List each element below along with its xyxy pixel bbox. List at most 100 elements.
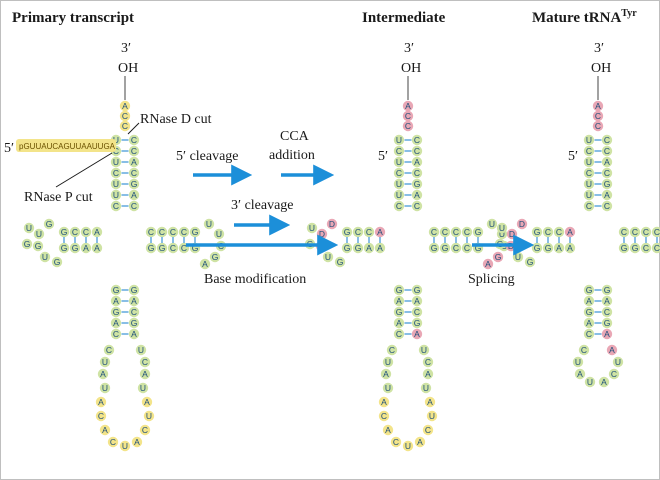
acceptor-stem-5-base-circle xyxy=(393,156,405,168)
intron-base: U xyxy=(146,411,152,421)
acceptor-stem-5-base-circle xyxy=(583,134,595,146)
anticodon-stem-5-base: G xyxy=(396,285,403,295)
acceptor-tail-base: C xyxy=(595,111,601,121)
t-stem-bottom-base: G xyxy=(442,243,449,253)
d-stem-bottom-base-circle xyxy=(352,242,364,254)
t-stem-top-base-circle xyxy=(450,226,462,238)
anticodon-stem-5-base-circle xyxy=(583,295,595,307)
d-loop-base-circle xyxy=(32,240,44,252)
t-stem-top-base-circle xyxy=(428,226,440,238)
d-stem-bottom-base-circle xyxy=(58,242,70,254)
t-stem-top-base: C xyxy=(181,227,187,237)
acceptor-tail-base-circle xyxy=(119,110,131,122)
acceptor-stem-5-base: C xyxy=(586,168,592,178)
acceptor-stem-5-base: C xyxy=(586,146,592,156)
d-loop-base: G xyxy=(46,219,53,229)
d-stem-bottom-base: G xyxy=(61,243,68,253)
d-loop-base: G xyxy=(54,257,61,267)
t-stem-top-base: C xyxy=(148,227,154,237)
anticodon-loop-base: U xyxy=(615,357,621,367)
d-stem-bottom-base: A xyxy=(567,243,573,253)
anticodon-loop-base: C xyxy=(611,369,617,379)
acceptor-stem-5-base-circle xyxy=(583,178,595,190)
acceptor-stem-3-base-circle xyxy=(411,200,423,212)
acceptor-stem-3-base-circle xyxy=(128,156,140,168)
anticodon-loop-base-circle xyxy=(606,344,618,356)
t-loop-base: U xyxy=(216,229,222,239)
anticodon-stem-3-base-circle xyxy=(601,306,613,318)
acceptor-stem-5-base-circle xyxy=(110,178,122,190)
acceptor-stem-3-base: C xyxy=(414,135,420,145)
acceptor-stem-5-base-circle xyxy=(583,200,595,212)
anticodon-loop-base-circle xyxy=(598,376,610,388)
intron-base: A xyxy=(98,397,104,407)
t-stem-bottom-base-circle xyxy=(640,242,652,254)
anticodon-stem-5-base-circle xyxy=(393,317,405,329)
anticodon-stem-5-base: G xyxy=(396,307,403,317)
intron-base-circle xyxy=(95,410,107,422)
acceptor-stem-5-base: U xyxy=(113,190,119,200)
intron-base-circle xyxy=(422,424,434,436)
d-loop-base: U xyxy=(515,252,521,262)
acceptor-tail-base: C xyxy=(595,121,601,131)
anticodon-stem-5-base: G xyxy=(586,285,593,295)
anticodon-stem-5-base-circle xyxy=(393,295,405,307)
three-prime-cleavage-label: 3′ cleavage xyxy=(231,198,294,213)
acceptor-tail-base: A xyxy=(595,101,601,111)
d-stem-bottom-base: G xyxy=(344,243,351,253)
intron-base: U xyxy=(429,411,435,421)
acceptor-stem-3-base-circle xyxy=(601,178,613,190)
intron-base: U xyxy=(122,441,128,451)
intron-base: C xyxy=(425,425,431,435)
anticodon-stem-3-base-circle xyxy=(128,295,140,307)
t-stem-top-base-circle xyxy=(629,226,641,238)
t-stem-bottom-base-circle xyxy=(461,242,473,254)
anticodon-loop-base: U xyxy=(102,357,108,367)
acceptor-stem-3-base-circle xyxy=(411,189,423,201)
oh-label: OH xyxy=(591,61,611,76)
acceptor-stem-3-base-circle xyxy=(601,167,613,179)
t-stem-top-base-circle xyxy=(189,226,201,238)
anticodon-stem-5-base: G xyxy=(113,285,120,295)
intron-base-circle xyxy=(141,396,153,408)
anticodon-stem-3-base-circle xyxy=(128,284,140,296)
intron-base: A xyxy=(427,397,433,407)
anticodon-stem-5-base-circle xyxy=(583,328,595,340)
leader-sequence-box xyxy=(16,139,116,152)
t-stem-bottom-base: G xyxy=(621,243,628,253)
d-stem-top-base-circle xyxy=(553,226,565,238)
anticodon-loop-base-circle xyxy=(574,368,586,380)
t-stem-top-base: C xyxy=(159,227,165,237)
anticodon-stem-5-base: A xyxy=(396,318,402,328)
anticodon-loop-base-circle xyxy=(137,382,149,394)
acceptor-stem-3-base: A xyxy=(604,157,610,167)
intron-base: A xyxy=(134,437,140,447)
anticodon-stem-3-base-circle xyxy=(411,295,423,307)
t-loop-base: U xyxy=(206,219,212,229)
t-loop-base-circle xyxy=(482,258,494,270)
acceptor-stem-5-base-circle xyxy=(393,167,405,179)
acceptor-stem-5-base: U xyxy=(586,135,592,145)
mature-trna-title: Mature tRNATyr xyxy=(532,8,637,26)
anticodon-stem-3-base-circle xyxy=(411,328,423,340)
anticodon-stem-3-base: A xyxy=(131,296,137,306)
anticodon-loop-base: C xyxy=(106,345,112,355)
acceptor-stem-5-base: U xyxy=(586,179,592,189)
acceptor-stem-5-base-circle xyxy=(110,167,122,179)
d-stem-bottom-base-circle xyxy=(531,242,543,254)
t-stem-bottom-base: C xyxy=(170,243,176,253)
acceptor-stem-5-base-circle xyxy=(583,145,595,157)
d-loop-base: D xyxy=(329,219,335,229)
anticodon-stem-5-base-circle xyxy=(583,284,595,296)
five-prime-cleavage-label: 5′ cleavage xyxy=(176,149,239,164)
acceptor-stem-3-base-circle xyxy=(411,167,423,179)
acceptor-stem-3-base: C xyxy=(414,201,420,211)
d-stem-top-base: C xyxy=(545,227,551,237)
anticodon-loop-base-circle xyxy=(103,344,115,356)
t-stem-bottom-base-circle xyxy=(651,242,660,254)
anticodon-loop-base: A xyxy=(425,369,431,379)
d-loop-base-circle xyxy=(496,222,508,234)
intron-base: A xyxy=(385,425,391,435)
anticodon-stem-5-base: C xyxy=(396,329,402,339)
d-stem-top-base-circle xyxy=(352,226,364,238)
